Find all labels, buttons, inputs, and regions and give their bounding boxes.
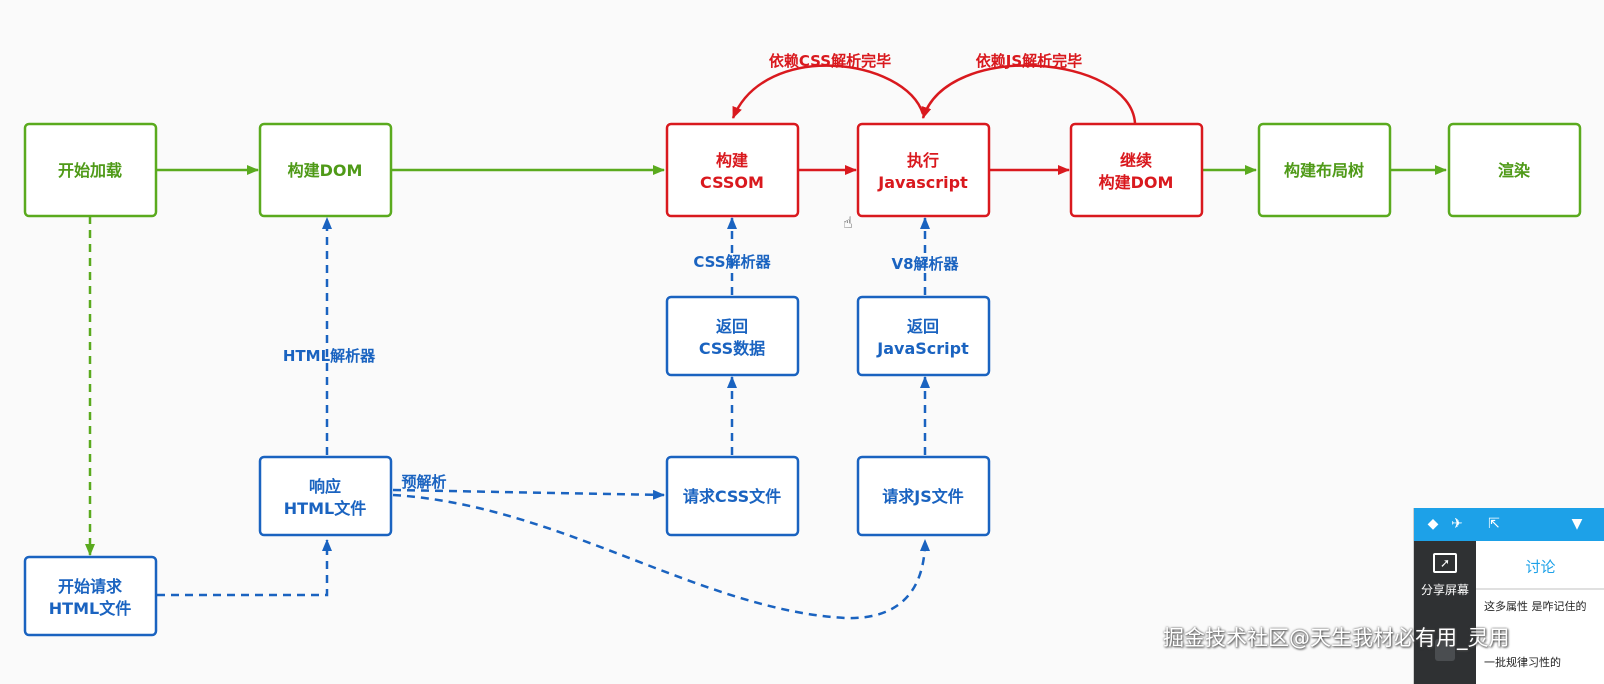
edge-response-to-request-js xyxy=(392,493,930,620)
node-return-css-line2: CSS数据 xyxy=(699,339,765,358)
node-return-js-line1: 返回 xyxy=(907,317,939,336)
node-request-css-label: 请求CSS文件 xyxy=(683,487,781,506)
arc-css-parsed xyxy=(731,64,925,119)
tab-discussion[interactable]: 讨论 xyxy=(1525,558,1556,576)
tab-divider xyxy=(1476,588,1604,590)
node-start-request: 开始请求 HTML文件 xyxy=(23,555,158,637)
node-response-html-line1: 响应 xyxy=(309,477,341,496)
node-continue-dom-line1: 继续 xyxy=(1120,151,1152,170)
node-return-css: 返回 CSS数据 xyxy=(665,295,800,377)
plane-icon[interactable]: ✈ xyxy=(1451,516,1463,532)
label-preparse: 预解析 xyxy=(401,473,446,491)
share-screen-label[interactable]: 分享屏幕 xyxy=(1420,583,1469,597)
node-return-js: 返回 JavaScript xyxy=(856,295,991,377)
chat-message: 一批规律习性的 xyxy=(1484,656,1561,669)
node-request-js-label: 请求JS文件 xyxy=(882,487,963,506)
monitor-share-icon[interactable]: ➚ xyxy=(1433,553,1457,573)
gift-icon[interactable]: ◆ xyxy=(1427,516,1439,532)
arc-js-parsed xyxy=(921,64,1137,124)
node-build-dom-label: 构建DOM xyxy=(288,161,363,180)
node-request-css: 请求CSS文件 xyxy=(665,455,800,537)
label-html-parser: HTML解析器 xyxy=(283,347,376,365)
edge-request-to-response xyxy=(157,539,332,597)
panel-sidebar: ➚ 分享屏幕 xyxy=(1414,541,1476,684)
label-v8-parser: V8解析器 xyxy=(891,255,959,273)
share-box-icon[interactable]: ⇱ xyxy=(1488,516,1500,532)
node-exec-js-line2: Javascript xyxy=(877,173,968,192)
node-build-cssom-line1: 构建 xyxy=(716,151,748,170)
label-css-parsed: 依赖CSS解析完毕 xyxy=(769,52,891,70)
node-continue-dom: 继续 构建DOM xyxy=(1069,122,1204,218)
node-build-dom: 构建DOM xyxy=(258,122,393,218)
hand-cursor-icon: ☝ xyxy=(843,213,853,232)
node-return-css-line1: 返回 xyxy=(716,317,748,336)
label-css-parser: CSS解析器 xyxy=(693,253,771,271)
node-start-request-line2: HTML文件 xyxy=(49,599,131,618)
node-exec-js: 执行 Javascript xyxy=(856,122,991,218)
node-build-cssom: 构建 CSSOM xyxy=(665,122,800,218)
node-request-js: 请求JS文件 xyxy=(856,455,991,537)
node-layout-tree: 构建布局树 xyxy=(1257,122,1392,218)
node-build-cssom-line2: CSSOM xyxy=(700,173,764,192)
label-js-parsed: 依赖JS解析完毕 xyxy=(976,52,1082,70)
edge-response-to-request-css xyxy=(392,488,665,500)
watermark: 掘金技术社区@天生我材必有用_灵用 xyxy=(1163,626,1510,650)
node-exec-js-line1: 执行 xyxy=(907,151,939,170)
node-render: 渲染 xyxy=(1447,122,1582,218)
node-return-js-line2: JavaScript xyxy=(876,339,969,358)
node-response-html-line2: HTML文件 xyxy=(284,499,366,518)
node-layout-tree-label: 构建布局树 xyxy=(1284,161,1364,180)
panel-toolbar: ◆ ✈ ⇱ ▼ xyxy=(1414,508,1604,541)
discussion-panel: ◆ ✈ ⇱ ▼ ➚ 分享屏幕 讨论 这多属性 是咋记住的 一批规律习性的 xyxy=(1413,508,1604,684)
dropdown-arrow-icon[interactable]: ▼ xyxy=(1571,516,1583,532)
chat-message: 这多属性 是咋记住的 xyxy=(1484,600,1587,613)
node-start-request-line1: 开始请求 xyxy=(58,577,123,596)
node-continue-dom-line2: 构建DOM xyxy=(1099,173,1174,192)
node-render-label: 渲染 xyxy=(1498,161,1531,180)
node-start-load: 开始加载 xyxy=(23,122,158,218)
sidebar-secondary-icon[interactable] xyxy=(1435,639,1455,661)
node-response-html: 响应 HTML文件 xyxy=(258,455,393,537)
node-start-load-label: 开始加载 xyxy=(58,161,122,180)
